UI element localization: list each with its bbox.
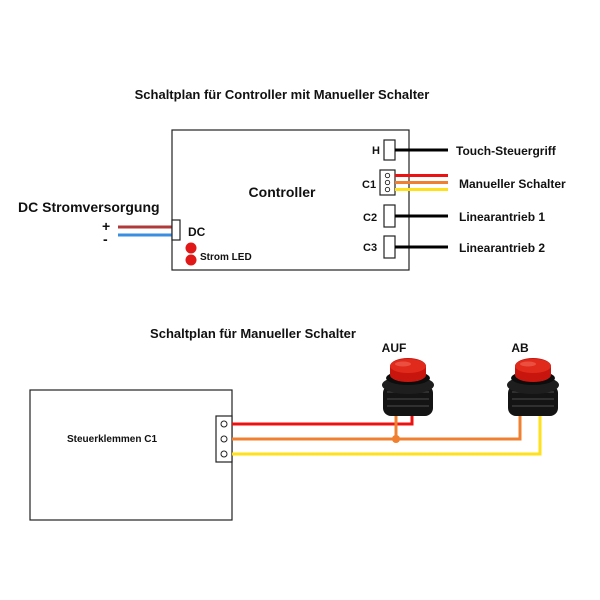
- led-icon-2: [185, 254, 197, 266]
- port-label-c3: C3: [363, 242, 377, 254]
- led-label: Strom LED: [200, 252, 252, 263]
- minus-label: -: [103, 231, 108, 247]
- controller-label: Controller: [249, 184, 316, 200]
- wire-yellow: [232, 410, 542, 456]
- wire-orange: [232, 410, 522, 441]
- terminal-dot: [220, 420, 228, 428]
- terminal-dot: [220, 450, 228, 458]
- port-label-c1: C1: [362, 179, 376, 191]
- diagram1-title: Schaltplan für Controller mit Manueller …: [135, 87, 430, 102]
- plus-label: +: [102, 218, 110, 234]
- target-label-c3: Linearantrieb 2: [459, 241, 545, 255]
- dc-port: [171, 219, 181, 241]
- terminal-dot: [384, 172, 391, 179]
- button-down-label: AB: [511, 341, 529, 355]
- terminal-dot: [220, 435, 228, 443]
- target-label-c2: Linearantrieb 1: [459, 210, 545, 224]
- controller-box: [171, 129, 410, 271]
- terminal-label: Steuerklemmen C1: [67, 434, 157, 445]
- port-label-h: H: [372, 145, 380, 157]
- terminal-dot: [384, 186, 391, 193]
- junction-dot: [392, 435, 400, 443]
- push-button-up-icon: [382, 358, 434, 416]
- button-up-label: AUF: [382, 341, 407, 355]
- terminal-dot: [384, 179, 391, 186]
- target-label-h: Touch-Steuergriff: [456, 144, 557, 158]
- port-label-c2: C2: [363, 212, 377, 224]
- dc-port-label: DC: [188, 225, 206, 239]
- port-c3: [383, 235, 396, 259]
- push-button-down-icon: [507, 358, 559, 416]
- target-label-c1: Manueller Schalter: [459, 177, 566, 191]
- power-supply-label: DC Stromversorgung: [18, 199, 160, 215]
- led-icon: [185, 242, 197, 254]
- diagram2-title: Schaltplan für Manueller Schalter: [150, 326, 356, 341]
- control-box: [29, 389, 233, 521]
- port-c2: [383, 204, 396, 228]
- port-h: [383, 139, 396, 161]
